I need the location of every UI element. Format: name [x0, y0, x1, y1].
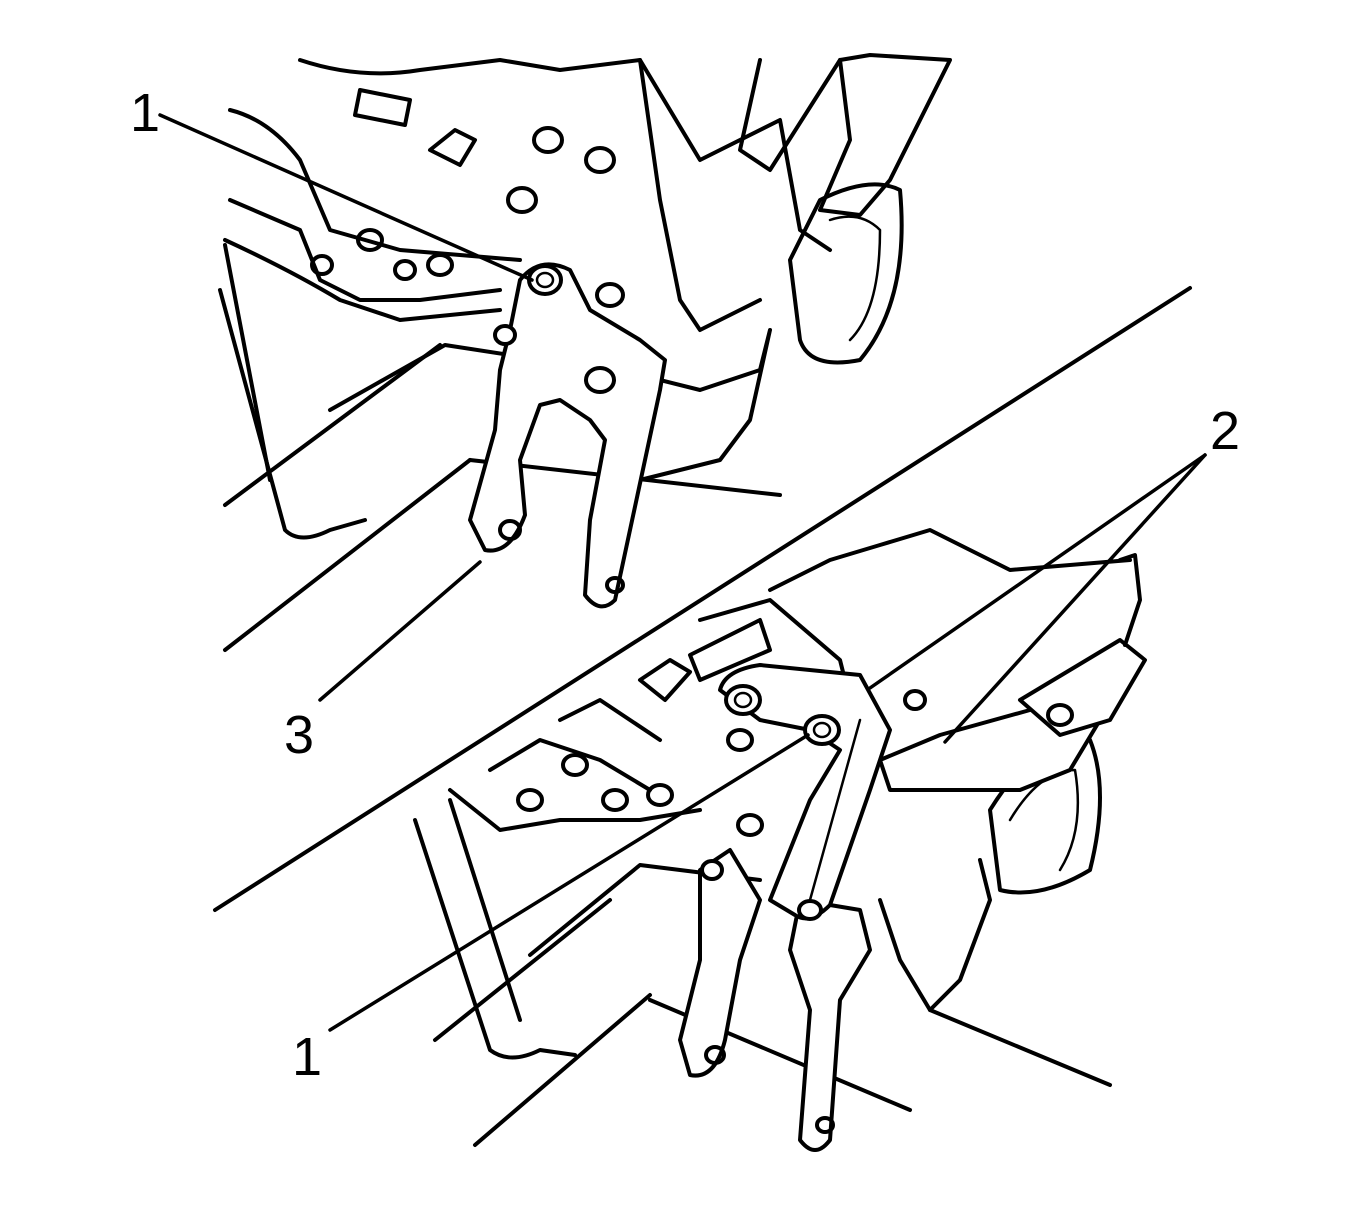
bottom-bolt-hole — [726, 728, 754, 752]
top-rail-line — [223, 458, 472, 652]
bottom-support-column — [413, 818, 577, 1060]
bottom-bolt-hole — [601, 788, 629, 812]
top-engine-outline — [298, 58, 832, 252]
top-engine-outline — [638, 58, 762, 332]
bottom-engine-outline — [488, 738, 652, 792]
bottom-oil-pan — [878, 858, 992, 1012]
bottom-bolt-hole — [736, 813, 764, 837]
leader-bottom-1 — [328, 733, 810, 1032]
bottom-fork-eye — [815, 1116, 835, 1134]
top-engine-outline — [223, 238, 502, 322]
top-lift-bracket-edge — [518, 403, 542, 462]
leader-bottom-2b — [943, 453, 1207, 744]
bottom-bracket-bolt — [797, 899, 823, 921]
top-bolt-hole — [532, 126, 564, 154]
top-bolt-hole — [393, 259, 417, 281]
top-view-assembly — [218, 53, 952, 652]
top-bolt-hole — [584, 146, 616, 174]
top-bracket-bolt — [527, 264, 563, 296]
top-bracket-eye — [605, 576, 625, 594]
bottom-bracket-bolt — [700, 859, 724, 881]
callout-bottom-2: 2 — [1210, 401, 1241, 461]
bottom-fork-eye — [704, 1045, 726, 1065]
leader-bottom-2a — [868, 453, 1207, 690]
top-rail-line — [223, 343, 442, 507]
bottom-bolt-hole — [561, 753, 589, 777]
top-bolt-hole — [356, 228, 384, 252]
top-tube-fitting — [353, 88, 412, 127]
bottom-bracket-bolt — [733, 691, 753, 709]
bottom-lift-bracket — [718, 663, 892, 921]
bottom-support-column — [448, 798, 522, 1022]
top-bracket-bolt — [493, 324, 517, 346]
top-bracket-bolt — [584, 366, 616, 394]
top-bolt-hole — [426, 253, 454, 277]
bottom-bolt-hole — [516, 788, 544, 812]
bottom-bolt-hole — [903, 689, 927, 711]
top-bolt-hole — [506, 186, 538, 214]
top-pulley-groove — [828, 215, 882, 342]
top-support-column — [223, 243, 272, 482]
bottom-bolt-hole — [646, 783, 674, 807]
top-belt — [818, 53, 952, 217]
callout-top-3: 3 — [284, 705, 315, 765]
bottom-view-assembly — [413, 528, 1147, 1152]
leader-top-1 — [158, 113, 534, 282]
bottom-tensioner-arm — [1018, 638, 1147, 737]
callout-top-1: 1 — [130, 83, 161, 143]
top-tube-fitting — [428, 128, 477, 167]
bottom-rail-line — [473, 993, 652, 1147]
bottom-bracket-bolt — [812, 721, 832, 739]
bottom-rail-line — [928, 1008, 1112, 1087]
top-bolt-hole — [310, 254, 334, 276]
bottom-bracket-bolt — [724, 684, 762, 716]
bottom-lift-bracket-slot — [808, 718, 862, 902]
top-belt — [738, 58, 842, 172]
bottom-pulley-groove — [1008, 768, 1080, 872]
top-bracket-bolt — [535, 271, 555, 289]
bottom-bracket-bolt — [803, 714, 841, 746]
bottom-engine-outline — [558, 698, 662, 742]
bottom-tube-fitting — [638, 658, 692, 702]
bottom-fork-arm — [788, 898, 872, 1152]
bottom-tube — [688, 618, 772, 682]
top-bracket-eye — [498, 519, 522, 541]
top-support-column — [218, 288, 367, 540]
top-lift-bracket — [468, 262, 667, 609]
top-engine-outline — [228, 198, 502, 302]
callout-bottom-1: 1 — [292, 1027, 323, 1087]
view-divider-line — [213, 286, 1192, 912]
top-oil-pan — [618, 328, 772, 482]
bottom-tensioner-hole — [1046, 703, 1074, 727]
bottom-stud — [1118, 553, 1142, 647]
bottom-engine-outline — [768, 528, 1132, 592]
bottom-fork-arm — [678, 848, 762, 1078]
bottom-engine-outline — [448, 788, 702, 832]
top-bolt-hole — [595, 282, 625, 308]
top-pulley — [788, 182, 904, 365]
leader-top-3 — [318, 560, 482, 702]
bottom-rail-line — [433, 898, 612, 1042]
top-engine-outline — [228, 108, 522, 262]
